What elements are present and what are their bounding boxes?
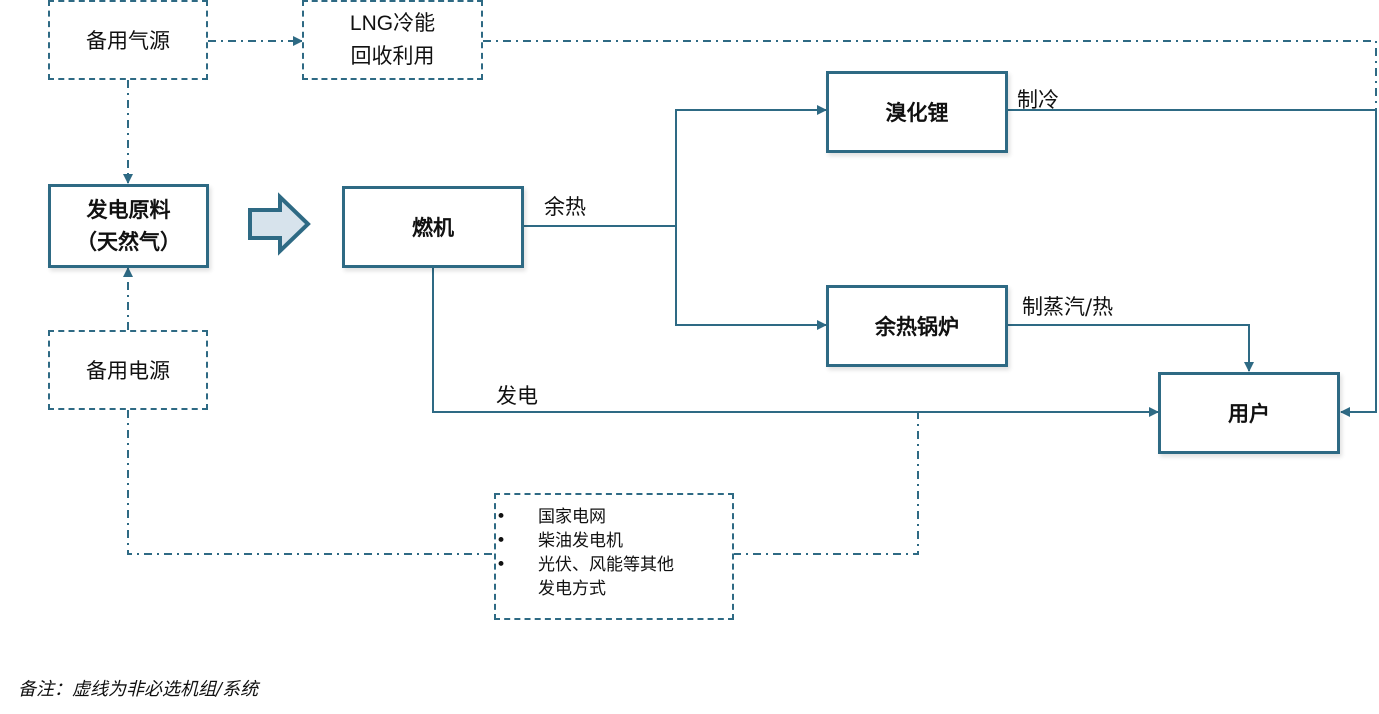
edge-boiler-to-user <box>1007 324 1254 372</box>
node-user: 用户 <box>1158 372 1340 454</box>
bullet-icon: • <box>496 555 507 575</box>
node-lithium-bromide: 溴化锂 <box>826 71 1008 153</box>
node-backup-options <box>494 493 734 620</box>
bullet-icon: • <box>496 507 507 527</box>
edge-heat-to-libr <box>675 105 827 226</box>
edge-options-to-power-line <box>733 413 919 555</box>
edge-turbine-power <box>432 267 1159 417</box>
node-raw-material: 发电原料 （天然气） <box>48 184 209 268</box>
list-item: •柴油发电机 <box>496 531 623 551</box>
label-power-gen: 发电 <box>496 384 538 408</box>
label-cooling: 制冷 <box>1017 88 1059 112</box>
node-lng-cold-energy: LNG冷能 回收利用 <box>302 0 483 80</box>
label-steam-heat: 制蒸汽/热 <box>1022 295 1114 319</box>
edge-backuppower-to-options <box>127 410 494 555</box>
edge-heat-to-boiler <box>675 226 827 330</box>
list-item: 发电方式 <box>538 579 606 599</box>
node-waste-heat-boiler: 余热锅炉 <box>826 285 1008 367</box>
label-waste-heat: 余热 <box>544 195 586 219</box>
bullet-icon: • <box>496 531 507 551</box>
footnote: 备注：虚线为非必选机组/系统 <box>18 679 259 700</box>
backup-options-list: •国家电网 •柴油发电机 •光伏、风能等其他 发电方式 <box>496 505 674 601</box>
node-backup-power: 备用电源 <box>48 330 208 410</box>
list-item: •国家电网 <box>496 507 606 527</box>
node-gas-turbine: 燃机 <box>342 186 524 268</box>
list-item: •光伏、风能等其他 <box>496 555 674 575</box>
flow-arrow-icon <box>248 192 311 256</box>
edge-lng-to-user <box>483 40 1377 410</box>
node-backup-gas: 备用气源 <box>48 0 208 80</box>
edge-libr-to-user <box>1007 109 1377 417</box>
